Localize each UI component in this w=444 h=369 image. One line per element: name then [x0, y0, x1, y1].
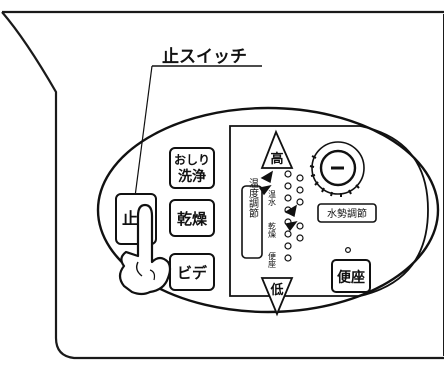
temp-adjust-label: 温度調節	[247, 178, 259, 219]
active-indicator-rays	[258, 170, 298, 232]
water-pressure-button[interactable]: 水勢調節	[317, 203, 377, 223]
seat-indicator-label: 便座	[268, 251, 277, 269]
bidet-button[interactable]: ビデ	[169, 253, 215, 291]
water-pressure-dial[interactable]	[311, 141, 365, 195]
seat-button[interactable]: 便座	[331, 259, 371, 293]
dry-button-label: 乾燥	[177, 210, 208, 228]
seat-indicator-lamp	[345, 247, 352, 254]
stop-button-label: 止	[122, 209, 138, 228]
high-label: 高	[270, 151, 283, 167]
bidet-button-label: ビデ	[177, 264, 208, 282]
dry-button[interactable]: 乾燥	[169, 199, 215, 237]
dial-tick-marks	[309, 155, 360, 197]
indicator-labels: 温水 乾燥 便座	[268, 190, 277, 269]
wash-button-label-1: おしり	[174, 153, 210, 167]
temp-adjust-button[interactable]: 温度調節	[241, 178, 263, 259]
right-section-outline	[229, 125, 429, 297]
wash-button-label-2: 洗浄	[178, 168, 206, 185]
dry-indicator-label: 乾燥	[268, 221, 277, 239]
warm-water-indicator-label: 温水	[268, 190, 277, 206]
wash-button[interactable]: おしり 洗浄	[169, 147, 215, 189]
water-pressure-label: 水勢調節	[327, 207, 367, 220]
high-button[interactable]: 高	[260, 129, 294, 169]
indicator-lamps	[284, 170, 304, 262]
low-label: 低	[269, 282, 283, 298]
callout-label: 止スイッチ	[162, 46, 247, 67]
seat-button-label: 便座	[337, 269, 365, 286]
pressing-finger-icon	[118, 203, 172, 296]
callout-leader	[132, 65, 153, 213]
device-housing	[1, 10, 444, 360]
low-button[interactable]: 低	[260, 277, 294, 317]
